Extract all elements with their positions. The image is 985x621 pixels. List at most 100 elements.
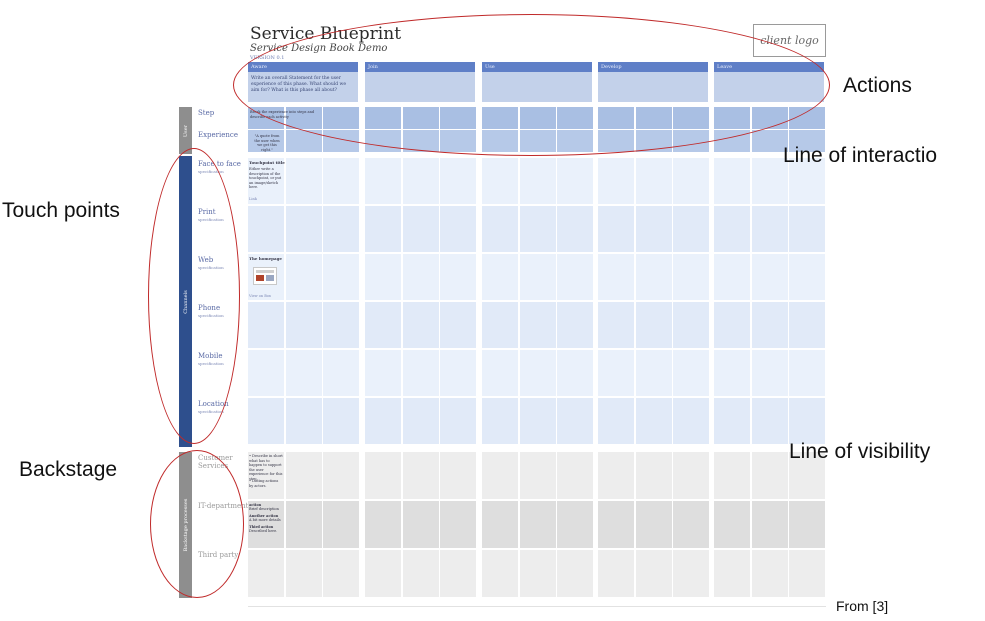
backstage-cell	[673, 501, 709, 548]
channel-cell	[285, 206, 322, 252]
channel-cell	[248, 398, 284, 444]
channel-cell	[323, 398, 359, 444]
channel-cell	[635, 254, 672, 300]
backstage-cell	[635, 550, 672, 597]
channel-cell	[635, 206, 672, 252]
channel-cell	[557, 302, 593, 348]
it-text-3: Another action	[249, 514, 279, 518]
backstage-cell	[598, 501, 634, 548]
backstage-cell	[248, 452, 284, 499]
backstage-cell	[789, 501, 825, 548]
channel-cell	[598, 254, 634, 300]
channel-cell	[519, 158, 556, 204]
channel-cell	[402, 158, 439, 204]
channel-cell	[365, 398, 401, 444]
backstage-cell	[482, 550, 518, 597]
channel-cell	[673, 206, 709, 252]
backstage-cell	[482, 452, 518, 499]
channel-cell	[440, 350, 476, 396]
channel-cell	[482, 398, 518, 444]
web-view-link[interactable]: View on Box	[249, 294, 271, 298]
channel-cell	[440, 302, 476, 348]
channel-cell	[751, 254, 788, 300]
backstage-cell	[248, 550, 284, 597]
channel-cell	[402, 206, 439, 252]
channel-cell	[482, 206, 518, 252]
channel-cell	[248, 302, 284, 348]
user-lane-bar: User	[179, 107, 192, 154]
channel-cell	[789, 254, 825, 300]
channel-cell	[714, 350, 750, 396]
backstage-cell	[402, 550, 439, 597]
backstage-cell	[557, 501, 593, 548]
backstage-cell	[714, 501, 750, 548]
backstage-cell	[323, 501, 359, 548]
backstage-cell	[285, 501, 322, 548]
actions-annotation: Actions	[843, 74, 912, 97]
channel-cell	[751, 398, 788, 444]
channel-cell	[440, 254, 476, 300]
backstage-cell	[482, 501, 518, 548]
backstage-cell	[440, 501, 476, 548]
backstage-cell	[673, 550, 709, 597]
channel-cell	[557, 158, 593, 204]
channel-cell	[248, 206, 284, 252]
channel-cell	[402, 254, 439, 300]
bottom-divider	[248, 606, 826, 607]
backstage-cell	[519, 501, 556, 548]
channel-cell	[751, 350, 788, 396]
backstage-cell	[248, 501, 284, 548]
channel-cell	[365, 254, 401, 300]
channel-cell	[285, 302, 322, 348]
channel-cell	[440, 158, 476, 204]
channel-cell	[673, 350, 709, 396]
user-cell	[248, 130, 284, 152]
backstage-cell	[673, 452, 709, 499]
channel-cell	[751, 158, 788, 204]
channel-cell	[440, 206, 476, 252]
channel-cell	[557, 206, 593, 252]
row-label-text: Face to face	[198, 160, 241, 168]
channel-cell	[635, 398, 672, 444]
backstage-cell	[285, 550, 322, 597]
channel-cell	[482, 302, 518, 348]
channel-cell	[751, 302, 788, 348]
backstage-cell	[519, 550, 556, 597]
channel-cell	[482, 254, 518, 300]
channel-cell	[673, 158, 709, 204]
touchpoint-link[interactable]: Link	[249, 197, 257, 201]
actions-ellipse	[233, 14, 830, 156]
backstage-cell	[440, 550, 476, 597]
channel-cell	[285, 254, 322, 300]
channel-cell	[714, 206, 750, 252]
backstage-cell	[323, 452, 359, 499]
channel-cell	[557, 254, 593, 300]
backstage-cell	[365, 452, 401, 499]
experience-cell-text: "A quote from the user when we get this …	[254, 134, 280, 152]
channel-cell	[519, 350, 556, 396]
backstage-cell	[598, 550, 634, 597]
user-lane-label: User	[182, 124, 189, 137]
homepage-thumbnail	[253, 267, 277, 285]
channel-cell	[673, 254, 709, 300]
backstage-cell	[402, 501, 439, 548]
backstage-cell	[557, 452, 593, 499]
channel-cell	[714, 398, 750, 444]
channel-cell	[440, 398, 476, 444]
channel-cell	[751, 206, 788, 252]
channel-cell	[402, 398, 439, 444]
backstage-cell	[323, 550, 359, 597]
channel-cell	[598, 398, 634, 444]
it-text-6: Described here.	[249, 529, 278, 533]
backstage-cell	[751, 452, 788, 499]
touchpoint-description: Either write a description of the touchp…	[249, 167, 282, 189]
channel-cell	[285, 158, 322, 204]
channel-cell	[482, 350, 518, 396]
backstage-cell	[714, 550, 750, 597]
backstage-cell	[635, 501, 672, 548]
touchpoints-ellipse	[148, 148, 240, 444]
channel-cell	[323, 254, 359, 300]
channel-cell	[365, 158, 401, 204]
backstage-cell	[557, 550, 593, 597]
channel-cell	[789, 302, 825, 348]
